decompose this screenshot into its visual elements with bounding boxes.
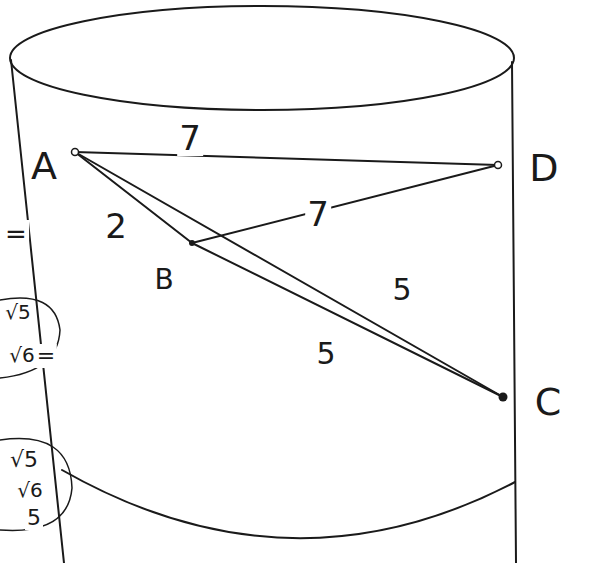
point-label: A xyxy=(29,146,59,186)
length-label: 7 xyxy=(177,120,203,156)
note-fragment: √6 xyxy=(15,479,44,501)
note-fragment: = xyxy=(3,220,29,248)
length-label: 5 xyxy=(390,274,413,306)
length-label: 5 xyxy=(314,338,337,370)
length-label: 2 xyxy=(103,208,129,244)
note-fragment: √6 xyxy=(7,344,36,366)
note-fragment: = xyxy=(35,344,57,368)
note-fragment: 5 xyxy=(25,506,43,530)
length-label: 7 xyxy=(305,196,331,232)
point-label: D xyxy=(527,148,560,188)
point-label: C xyxy=(533,382,564,422)
note-fragment: √5 xyxy=(8,448,40,472)
point-label: B xyxy=(152,265,175,295)
note-fragment: √5 xyxy=(3,301,32,323)
